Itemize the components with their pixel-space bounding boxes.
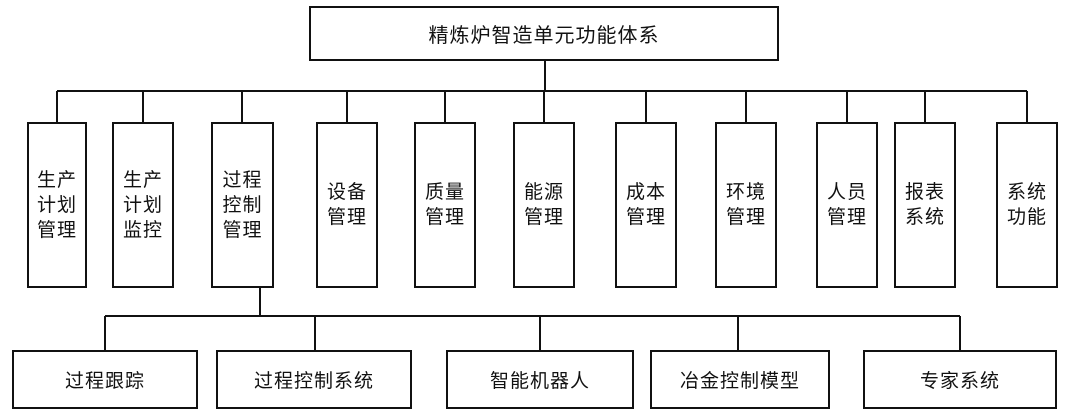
subsystem-label: 专家系统: [919, 370, 1000, 392]
module-report-system: 报表系统: [894, 122, 956, 288]
root-box: 精炼炉智造单元功能体系: [309, 6, 779, 61]
module-system-functions: 系统功能: [996, 122, 1058, 288]
module-label: 能源管理: [523, 181, 564, 228]
module-label: 生产计划监控: [122, 168, 163, 241]
subsystem-expert-system: 专家系统: [863, 350, 1057, 409]
subsystem-label: 过程控制系统: [253, 370, 374, 392]
subsystem-metallurgical-control-model: 冶金控制模型: [650, 350, 830, 409]
module-energy-management: 能源管理: [513, 122, 575, 288]
module-label: 报表系统: [904, 181, 945, 228]
module-quality-management: 质量管理: [414, 122, 476, 288]
module-label: 生产计划管理: [36, 168, 77, 241]
subsystem-label: 冶金控制模型: [679, 370, 800, 392]
module-label: 系统功能: [1006, 181, 1047, 228]
subsystem-label: 智能机器人: [489, 370, 590, 392]
module-label: 成本管理: [625, 181, 666, 228]
module-label: 设备管理: [326, 181, 367, 228]
module-label: 质量管理: [424, 181, 465, 228]
root-label: 精炼炉智造单元功能体系: [428, 23, 660, 47]
module-label: 人员管理: [826, 181, 867, 228]
module-process-control-management: 过程控制管理: [211, 122, 274, 288]
module-personnel-management: 人员管理: [816, 122, 878, 288]
subsystem-label: 过程跟踪: [64, 370, 145, 392]
subsystem-process-control-system: 过程控制系统: [216, 350, 412, 409]
module-production-plan-monitoring: 生产计划监控: [112, 122, 174, 288]
module-label: 环境管理: [725, 181, 766, 228]
subsystem-process-tracking: 过程跟踪: [12, 350, 198, 409]
module-cost-management: 成本管理: [615, 122, 677, 288]
subsystem-intelligent-robot: 智能机器人: [446, 350, 634, 409]
module-environment-management: 环境管理: [715, 122, 777, 288]
module-production-plan-management: 生产计划管理: [27, 122, 87, 288]
module-label: 过程控制管理: [222, 168, 263, 241]
module-equipment-management: 设备管理: [316, 122, 378, 288]
